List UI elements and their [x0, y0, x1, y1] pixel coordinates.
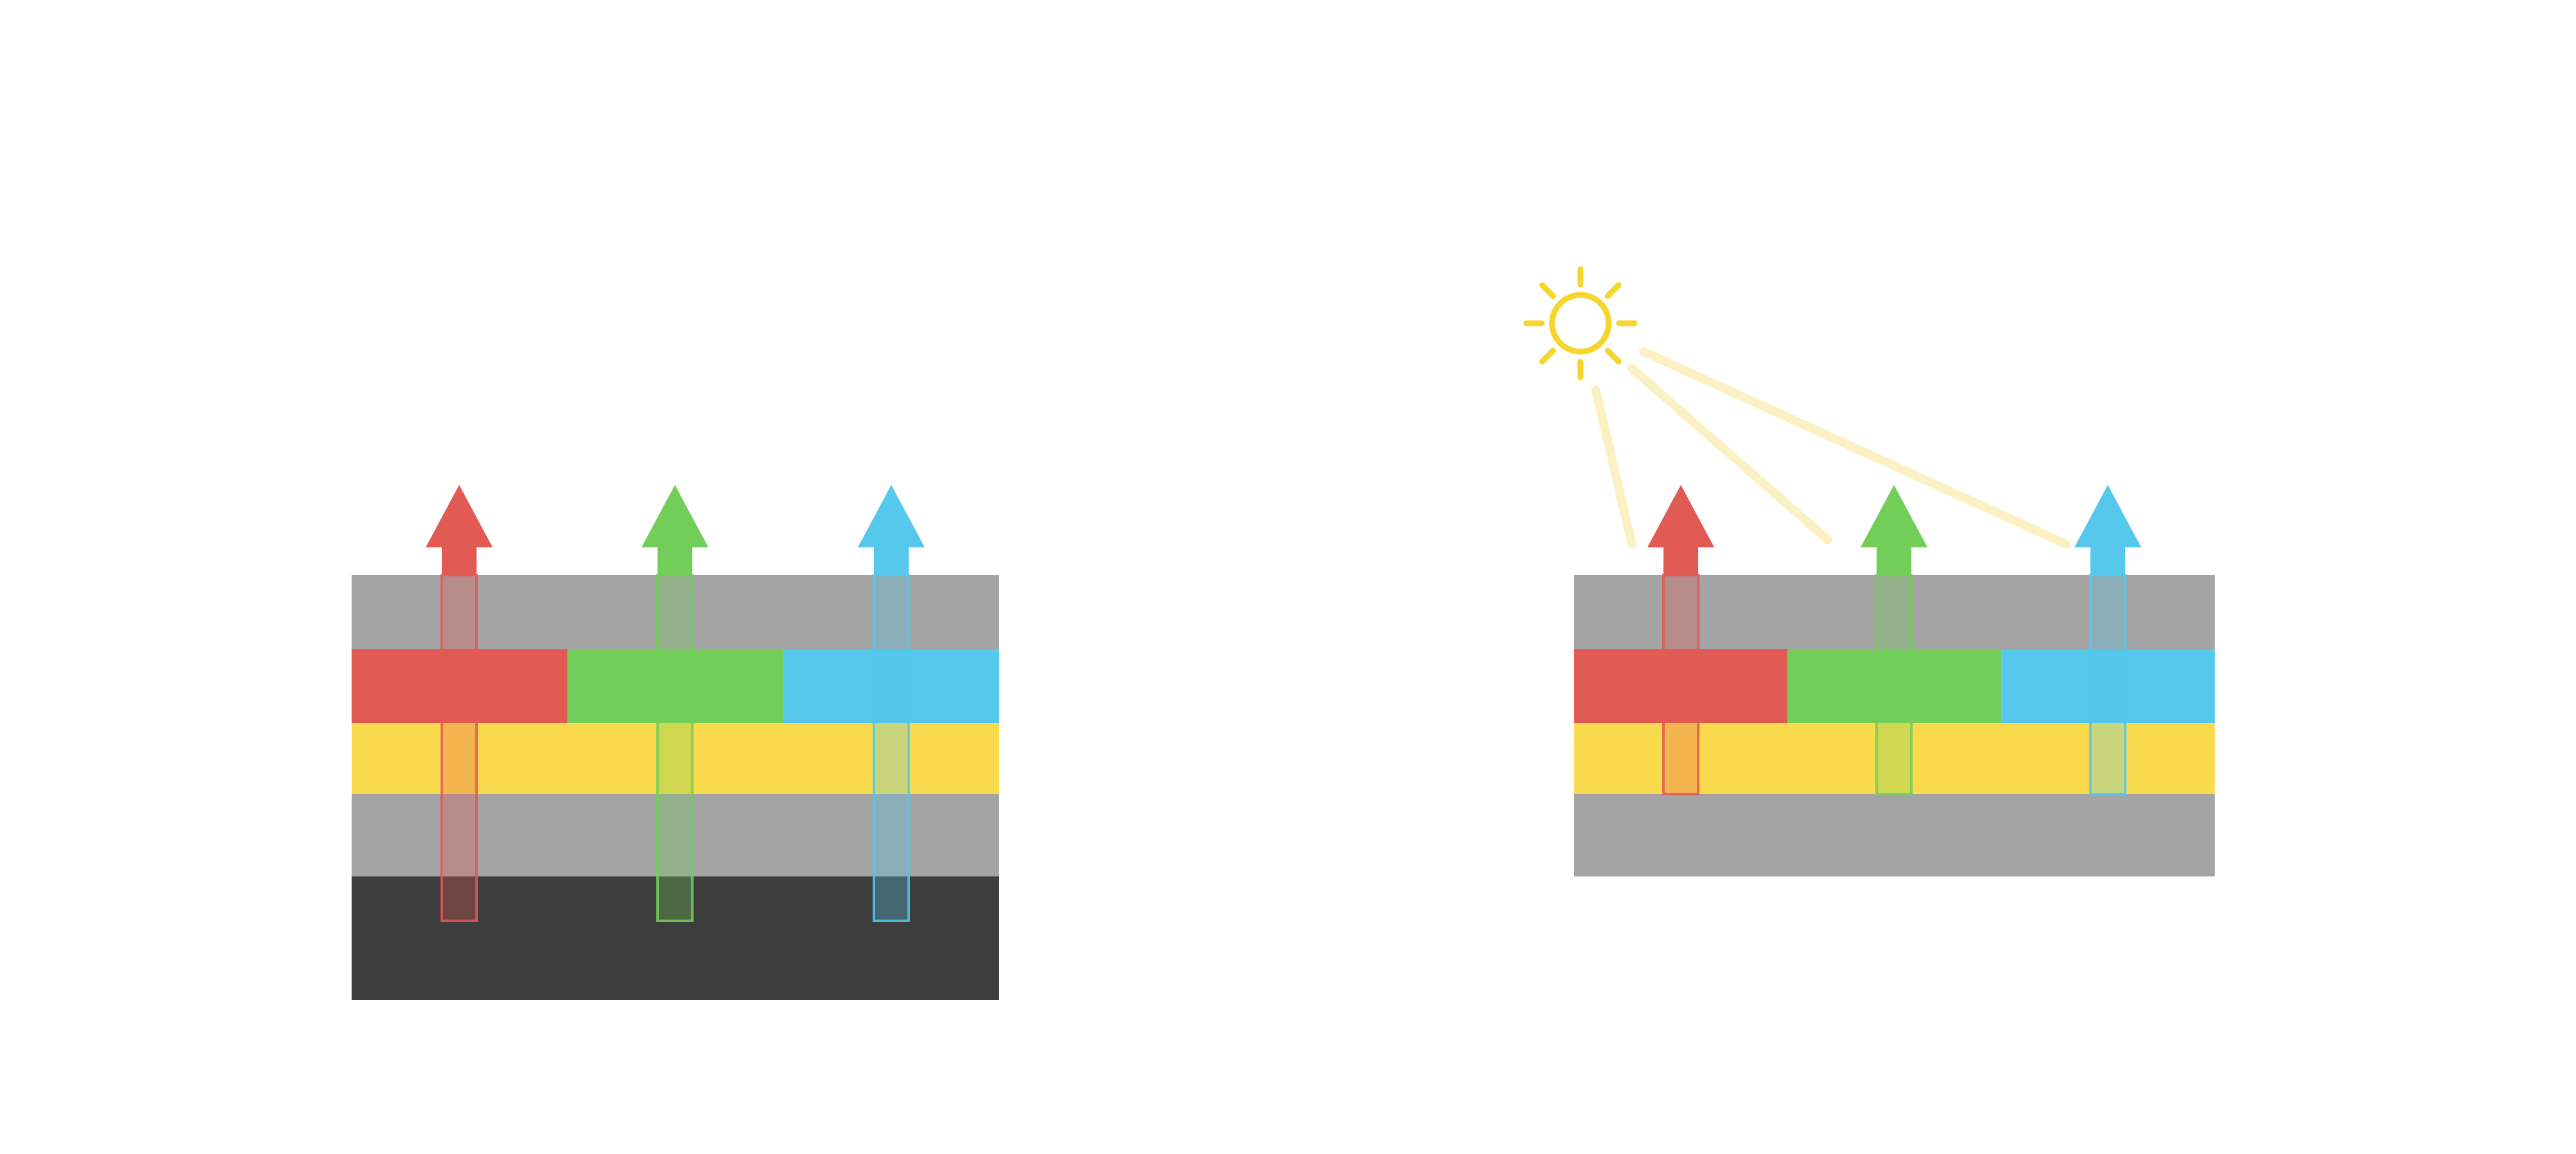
subpixel-layer-rgb-red — [1574, 649, 1788, 723]
red-light-arrow-shaft — [1662, 574, 1700, 795]
phosphor-layer-yellow — [1574, 723, 2215, 794]
top-layer-gray — [352, 575, 999, 649]
lower-layer-gray — [352, 794, 999, 876]
sunbeam-2 — [1627, 364, 1832, 544]
subpixel-layer-rgb-cyan — [2001, 649, 2215, 723]
backlit-display-stack — [352, 485, 999, 1000]
red-light-arrow — [426, 485, 493, 575]
backlight-layer-dark — [352, 876, 999, 1000]
sunbeam-1 — [1591, 386, 1636, 549]
cyan-light-arrow — [2074, 485, 2141, 575]
green-light-arrow-shaft — [1875, 574, 1913, 795]
sunbeam-3 — [1639, 347, 2070, 549]
green-light-arrow — [1861, 485, 1927, 575]
cyan-light-arrow-shaft — [2089, 574, 2126, 795]
lower-layer-gray — [1574, 794, 2215, 876]
subpixel-layer-rgb-cyan — [783, 649, 999, 723]
sun-icon — [1523, 266, 1638, 381]
green-light-arrow-shaft — [656, 574, 694, 922]
red-light-arrow — [1647, 485, 1714, 575]
cyan-light-arrow — [858, 485, 925, 575]
sunlit-display-stack — [1523, 266, 2215, 876]
green-light-arrow — [641, 485, 708, 575]
subpixel-layer-rgb-red — [352, 649, 567, 723]
top-layer-gray — [1574, 575, 2215, 649]
cyan-light-arrow-shaft — [873, 574, 910, 922]
phosphor-layer-yellow — [352, 723, 999, 794]
subpixel-layer-rgb-green — [1787, 649, 2002, 723]
red-light-arrow-shaft — [440, 574, 478, 922]
subpixel-layer-rgb-green — [567, 649, 783, 723]
